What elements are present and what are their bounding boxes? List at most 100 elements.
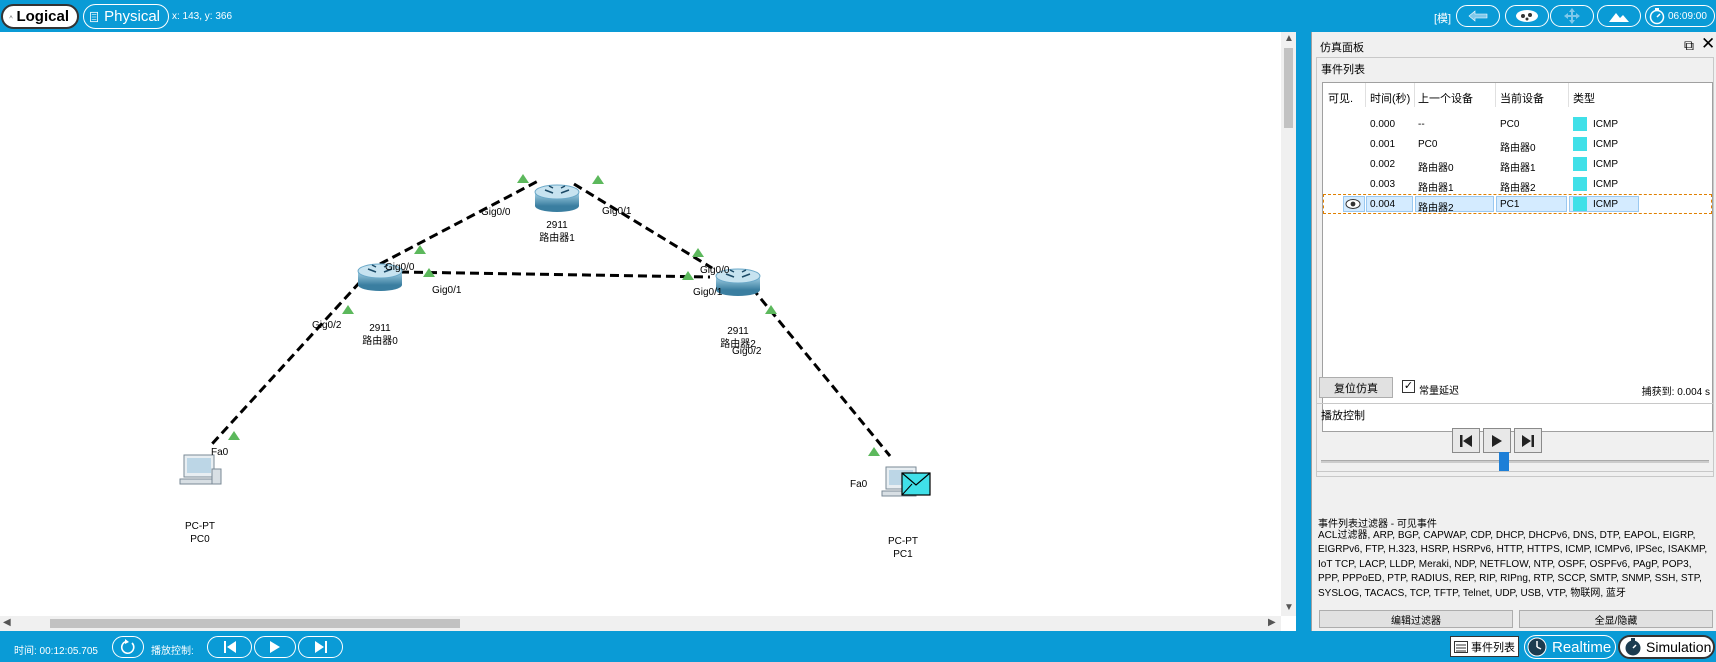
physical-view-label: Physical xyxy=(104,8,160,25)
link-up-indicator xyxy=(868,447,880,456)
link-r0-pc0[interactable] xyxy=(210,280,362,446)
event-list-toggle-label: 事件列表 xyxy=(1471,641,1515,654)
link-r1-r2[interactable] xyxy=(573,182,713,270)
stopwatch-icon xyxy=(1649,8,1665,25)
event-row[interactable]: 0.002 路由器0 路由器1 ICMP xyxy=(1323,154,1712,174)
mountain-image-icon xyxy=(1609,13,1629,22)
mode-indicator: [模] xyxy=(1434,13,1452,25)
pc-0[interactable] xyxy=(179,454,222,485)
link-r2-pc1[interactable] xyxy=(750,287,892,457)
simulation-panel: 仿真面板 ⧉ ✕ 事件列表 可见. 时间(秒) 上一个设备 当前设备 类型 0.… xyxy=(1311,32,1716,631)
bottom-toolbar: 时间: 00:12:05.705 播放控制: 事件列表 Realtime Sim… xyxy=(0,631,1716,662)
event-row[interactable]: 0.003 路由器1 路由器2 ICMP xyxy=(1323,174,1712,194)
link-up-indicator xyxy=(423,268,435,277)
eye-icon[interactable] xyxy=(1345,198,1361,210)
arrow-back-icon xyxy=(1468,10,1488,22)
device-model-label: 2911 xyxy=(369,323,391,334)
link-up-indicator xyxy=(765,305,777,314)
port-label: Gig0/1 xyxy=(432,285,462,296)
port-label: Gig0/2 xyxy=(312,320,342,331)
event-row-selected[interactable]: 0.004 路由器2 PC1 ICMP xyxy=(1323,194,1712,214)
link-r0-r2[interactable] xyxy=(399,270,711,279)
step-back-button[interactable] xyxy=(1452,428,1480,453)
reset-time-button[interactable] xyxy=(112,636,144,658)
playback-speed-slider[interactable] xyxy=(1499,452,1509,471)
constant-delay-checkbox[interactable]: ✓ xyxy=(1402,380,1415,393)
event-color-swatch xyxy=(1573,197,1587,211)
move-object-button[interactable] xyxy=(1550,5,1594,27)
play-controls-label: 播放控制: xyxy=(151,646,194,657)
play-icon xyxy=(1492,434,1502,447)
cloud-network-icon xyxy=(1516,10,1538,22)
event-at-device: 路由器2 xyxy=(1500,183,1536,194)
device-model-label: 2911 xyxy=(727,326,749,337)
event-color-swatch xyxy=(1573,117,1587,131)
link-r0-r1[interactable] xyxy=(379,178,541,266)
skip-back-icon xyxy=(223,641,236,653)
column-header-visible[interactable]: 可见. xyxy=(1328,93,1354,105)
event-row[interactable]: 0.000 -- PC0 ICMP xyxy=(1323,114,1712,134)
step-forward-button[interactable] xyxy=(1514,428,1542,453)
play-icon xyxy=(270,641,280,653)
router-1[interactable] xyxy=(534,184,580,212)
simulation-mode-label: Simulation xyxy=(1646,639,1712,655)
set-background-button[interactable] xyxy=(1597,5,1641,27)
link-up-indicator xyxy=(228,431,240,440)
event-time: 0.004 xyxy=(1370,199,1396,210)
port-label: Fa0 xyxy=(850,479,868,490)
event-time: 0.002 xyxy=(1370,159,1396,170)
playback-speed-track[interactable] xyxy=(1321,460,1709,463)
event-list-table[interactable]: 可见. 时间(秒) 上一个设备 当前设备 类型 0.000 -- PC0 ICM… xyxy=(1322,82,1713,432)
link-up-indicator xyxy=(414,245,426,254)
router-0[interactable] xyxy=(357,263,403,291)
physical-rack-icon xyxy=(90,11,98,22)
scroll-down-icon[interactable]: ▼ xyxy=(1284,602,1294,613)
pdu-envelope-icon[interactable] xyxy=(901,472,931,496)
device-name-label: PC0 xyxy=(190,534,210,545)
logical-view-button[interactable]: Logical xyxy=(1,4,79,29)
event-row[interactable]: 0.001 PC0 路由器0 ICMP xyxy=(1323,134,1712,154)
scroll-up-icon[interactable]: ▲ xyxy=(1284,33,1294,44)
undo-navigation-button[interactable] xyxy=(1456,5,1500,27)
physical-view-button[interactable]: Physical xyxy=(83,4,169,29)
event-list-toggle-button[interactable]: 事件列表 xyxy=(1450,636,1519,657)
scroll-left-icon[interactable]: ◀ xyxy=(3,617,11,628)
selected-cell-highlight xyxy=(1496,196,1567,212)
event-filter-group: 事件列表过滤器 - 可见事件 ACL过滤器, ARP, BGP, CAPWAP,… xyxy=(1316,511,1714,599)
close-icon[interactable]: ✕ xyxy=(1701,34,1716,53)
column-header-type[interactable]: 类型 xyxy=(1573,93,1595,105)
column-header-last-device[interactable]: 上一个设备 xyxy=(1418,93,1473,105)
event-at-device: 路由器1 xyxy=(1500,163,1536,174)
link-up-indicator xyxy=(682,271,694,280)
horizontal-scrollbar[interactable]: ◀ ▶ xyxy=(0,616,1281,631)
event-time: 0.001 xyxy=(1370,139,1396,150)
vertical-scroll-thumb[interactable] xyxy=(1284,48,1293,128)
top-toolbar: Logical Physical x: 143, y: 366 [模] 06:0… xyxy=(0,0,1716,32)
scroll-right-icon[interactable]: ▶ xyxy=(1268,617,1276,628)
bottom-play-button[interactable] xyxy=(254,636,296,658)
simulation-mode-button[interactable]: Simulation xyxy=(1618,635,1715,659)
realtime-mode-button[interactable]: Realtime xyxy=(1524,635,1616,659)
topology-canvas[interactable]: Gig0/0 Gig0/1 Gig0/0 Gig0/1 Gig0/2 Gig0/… xyxy=(0,32,1281,616)
restore-window-icon[interactable]: ⧉ xyxy=(1684,37,1694,53)
event-list-group: 事件列表 xyxy=(1316,57,1714,472)
link-up-indicator xyxy=(692,248,704,257)
realtime-mode-label: Realtime xyxy=(1552,638,1612,656)
stopwatch-icon xyxy=(1625,638,1641,656)
bottom-step-back-button[interactable] xyxy=(207,636,252,658)
play-controls-group: 播放控制 xyxy=(1316,403,1714,477)
column-header-at-device[interactable]: 当前设备 xyxy=(1500,93,1544,105)
edit-filter-button[interactable]: 编辑过滤器 xyxy=(1319,610,1513,628)
vertical-scrollbar[interactable]: ▲ ▼ xyxy=(1281,32,1296,616)
show-all-hide-button[interactable]: 全显/隐藏 xyxy=(1519,610,1713,628)
router-2[interactable] xyxy=(715,268,761,296)
reset-simulation-button[interactable]: 复位仿真 xyxy=(1319,377,1393,398)
horizontal-scroll-thumb[interactable] xyxy=(50,619,460,628)
clock-button[interactable]: 06:09:00 xyxy=(1645,5,1715,27)
event-last-device: 路由器2 xyxy=(1418,203,1454,214)
skip-forward-icon xyxy=(314,641,327,653)
column-header-time[interactable]: 时间(秒) xyxy=(1370,93,1411,105)
cluster-button[interactable] xyxy=(1505,5,1549,27)
play-button[interactable] xyxy=(1483,428,1511,453)
bottom-step-forward-button[interactable] xyxy=(298,636,343,658)
